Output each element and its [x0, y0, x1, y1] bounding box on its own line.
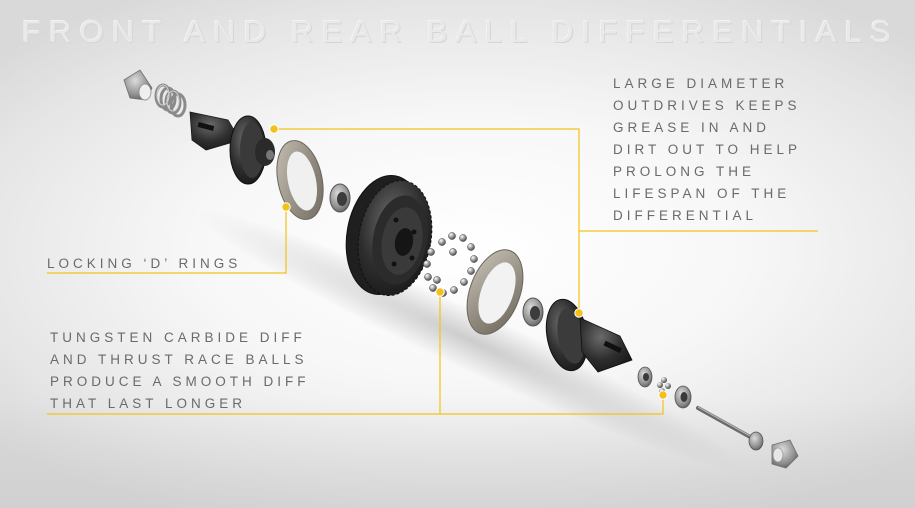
callout-diff-balls-line: TUNGSTEN CARBIDE DIFF: [50, 330, 306, 345]
leader-balls-right: [440, 395, 664, 415]
background-floor: [0, 398, 915, 508]
diff-screw: [696, 406, 764, 451]
right-bearing: [522, 297, 544, 327]
left-spring: [154, 83, 187, 118]
marker-diff-balls: [435, 287, 445, 297]
leader-outdrives: [274, 128, 580, 313]
marker-d-ring: [281, 202, 291, 212]
marker-right-outdrive: [574, 308, 584, 318]
callout-outdrives-line: LIFESPAN OF THE: [613, 186, 791, 201]
callout-outdrives-line: LARGE DIAMETER: [613, 76, 789, 91]
marker-left-outdrive: [269, 124, 279, 134]
left-bearing: [329, 183, 351, 213]
callout-diff-balls-line: THAT LAST LONGER: [50, 396, 247, 411]
right-d-ring: [466, 249, 524, 335]
callout-locking-rings-line: LOCKING ‘D’ RINGS: [47, 256, 242, 271]
right-end-cap: [771, 439, 799, 469]
parts-shadow: [197, 210, 743, 470]
callout-outdrives: LARGE DIAMETER OUTDRIVES KEEPS GREASE IN…: [613, 73, 801, 227]
callout-outdrives-line: DIRT OUT TO HELP: [613, 142, 802, 157]
marker-thrust-balls: [658, 390, 668, 400]
callout-diff-balls-line: AND THRUST RACE BALLS: [50, 352, 308, 367]
callout-locking-rings: LOCKING ‘D’ RINGS: [47, 253, 241, 275]
callout-outdrives-line: PROLONG THE: [613, 164, 756, 179]
left-d-ring: [276, 140, 324, 220]
callout-outdrives-line: OUTDRIVES KEEPS: [613, 98, 801, 113]
left-outdrive: [189, 111, 275, 185]
leader-locking-rings: [47, 207, 287, 274]
page-title: FRONT AND REAR BALL DIFFERENTIALS: [22, 14, 899, 49]
diff-pulley: [345, 175, 433, 296]
callout-diff-balls-line: PRODUCE A SMOOTH DIFF: [50, 374, 310, 389]
callout-diff-balls: TUNGSTEN CARBIDE DIFF AND THRUST RACE BA…: [50, 327, 310, 415]
callout-outdrives-line: GREASE IN AND: [613, 120, 771, 135]
callout-outdrives-line: DIFFERENTIAL: [613, 208, 758, 223]
left-end-nut: [123, 69, 153, 101]
diff-balls-ring: [423, 232, 478, 297]
